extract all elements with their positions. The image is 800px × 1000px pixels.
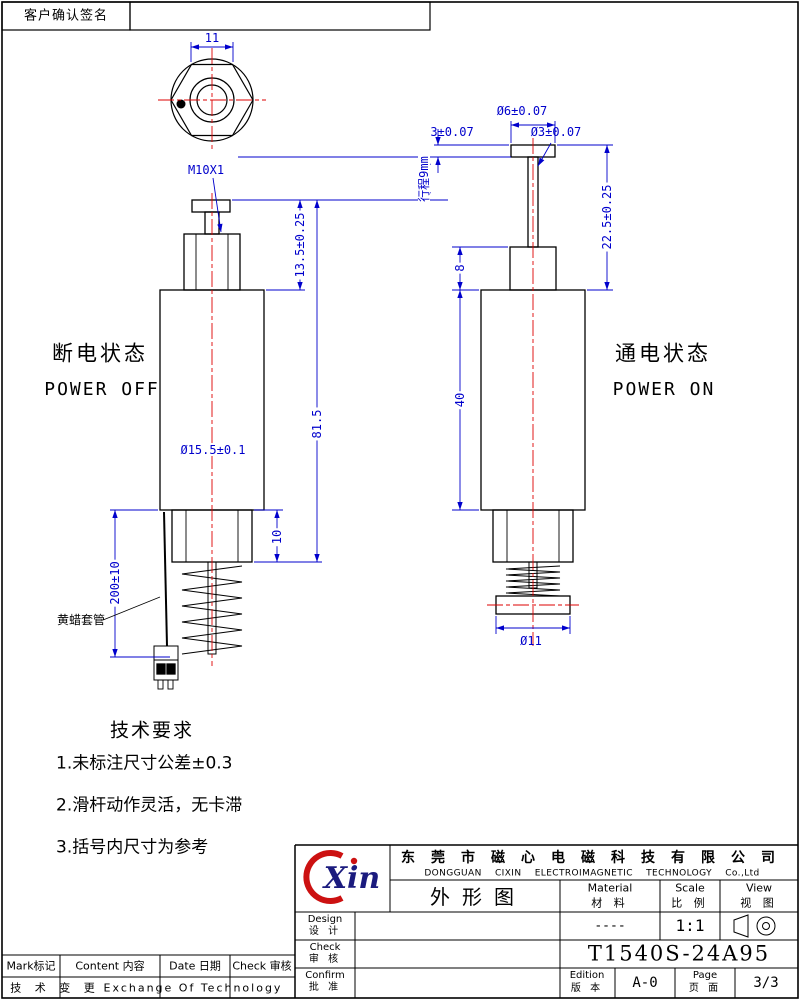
dim-flange-diameter: Ø6±0.07 bbox=[496, 104, 548, 118]
dim-extend-length: 22.5±0.25 bbox=[600, 182, 614, 252]
edition-value: A-0 bbox=[632, 975, 658, 991]
state-off-en: POWER OFF bbox=[44, 379, 160, 400]
revision-check-header: Check 审核 bbox=[232, 959, 292, 973]
page-label-cn: 页 面 bbox=[688, 983, 722, 994]
dim-total-length: 81.5 bbox=[310, 407, 324, 441]
design-label-cn: 设 计 bbox=[308, 926, 342, 937]
dim-stroke: 行程9mm bbox=[417, 154, 431, 204]
confirm-label-cn: 批 准 bbox=[308, 982, 342, 993]
state-on-en: POWER ON bbox=[612, 379, 716, 400]
company-logo: Xin bbox=[323, 861, 381, 896]
state-off-cn: 断电状态 bbox=[52, 341, 148, 366]
dim-flange-thickness: 3±0.07 bbox=[430, 125, 474, 139]
projection-symbol-icon bbox=[733, 914, 776, 938]
revision-date-header: Date 日期 bbox=[169, 959, 221, 973]
note-item-1: 1.未标注尺寸公差±0.3 bbox=[56, 753, 233, 774]
dim-plunger-length: 13.5±0.25 bbox=[293, 210, 307, 280]
centerlines bbox=[158, 48, 579, 666]
dim-top-width: 11 bbox=[204, 31, 220, 45]
keyway-mark bbox=[176, 99, 186, 109]
check-label-cn: 审 核 bbox=[308, 954, 342, 965]
view-label-en: View bbox=[745, 881, 773, 895]
note-item-2: 2.滑杆动作灵活，无卡滞 bbox=[56, 795, 243, 816]
company-name-cn: 东莞市磁心电磁科技有限公司 bbox=[401, 850, 791, 866]
material-value: ---- bbox=[594, 918, 626, 934]
revision-mark-header: Mark标记 bbox=[6, 959, 56, 973]
confirm-label-en: Confirm bbox=[305, 970, 345, 981]
dim-body-diameter: Ø15.5±0.1 bbox=[178, 443, 248, 457]
signature-label: 客户确认签名 bbox=[23, 8, 109, 24]
edition-label-cn: 版 本 bbox=[570, 983, 604, 994]
dim-block-height: 8 bbox=[453, 262, 467, 274]
revision-change-cn: 技 术 变 更 bbox=[10, 981, 100, 995]
check-label-en: Check bbox=[309, 942, 341, 953]
design-label-en: Design bbox=[307, 914, 343, 925]
wire-label: 黄蜡套管 bbox=[56, 613, 106, 627]
drawing-title: 外形图 bbox=[430, 885, 526, 909]
company-name-en: DONGGUAN CIXIN ELECTROIMAGNETIC TECHNOLO… bbox=[424, 868, 760, 879]
dim-hex-height: 10 bbox=[270, 527, 284, 547]
material-label-en: Material bbox=[587, 881, 633, 895]
state-on-cn: 通电状态 bbox=[615, 341, 711, 366]
part-number: T1540S-24A95 bbox=[587, 941, 771, 966]
scale-value: 1:1 bbox=[675, 916, 705, 935]
note-item-3: 3.括号内尺寸为参考 bbox=[56, 837, 209, 858]
wire-label-leader bbox=[102, 596, 161, 621]
revision-change-en: Exchange Of Technology bbox=[103, 981, 283, 995]
scale-label-cn: 比 例 bbox=[671, 896, 709, 910]
spring-compressed bbox=[505, 565, 561, 597]
logo-swoosh-icon bbox=[303, 850, 358, 904]
scale-label-en: Scale bbox=[675, 881, 705, 895]
page-value: 3/3 bbox=[753, 975, 779, 991]
page-label-en: Page bbox=[692, 970, 718, 981]
dim-rod-diameter: Ø3±0.07 bbox=[530, 125, 582, 139]
title-block-grid bbox=[2, 844, 798, 998]
lead-wire bbox=[163, 511, 168, 647]
view-label-cn: 视 图 bbox=[740, 896, 778, 910]
material-label-cn: 材 料 bbox=[591, 896, 629, 910]
dim-wire-length: 200±10 bbox=[108, 559, 122, 607]
dim-body-length: 40 bbox=[453, 390, 467, 410]
dim-thread: M10X1 bbox=[187, 163, 225, 177]
revision-content-header: Content 内容 bbox=[75, 959, 145, 973]
notes-title: 技术要求 bbox=[110, 719, 195, 742]
dim-bottom-diameter: Ø11 bbox=[520, 634, 542, 648]
edition-label-en: Edition bbox=[569, 970, 605, 981]
connector bbox=[153, 645, 179, 690]
